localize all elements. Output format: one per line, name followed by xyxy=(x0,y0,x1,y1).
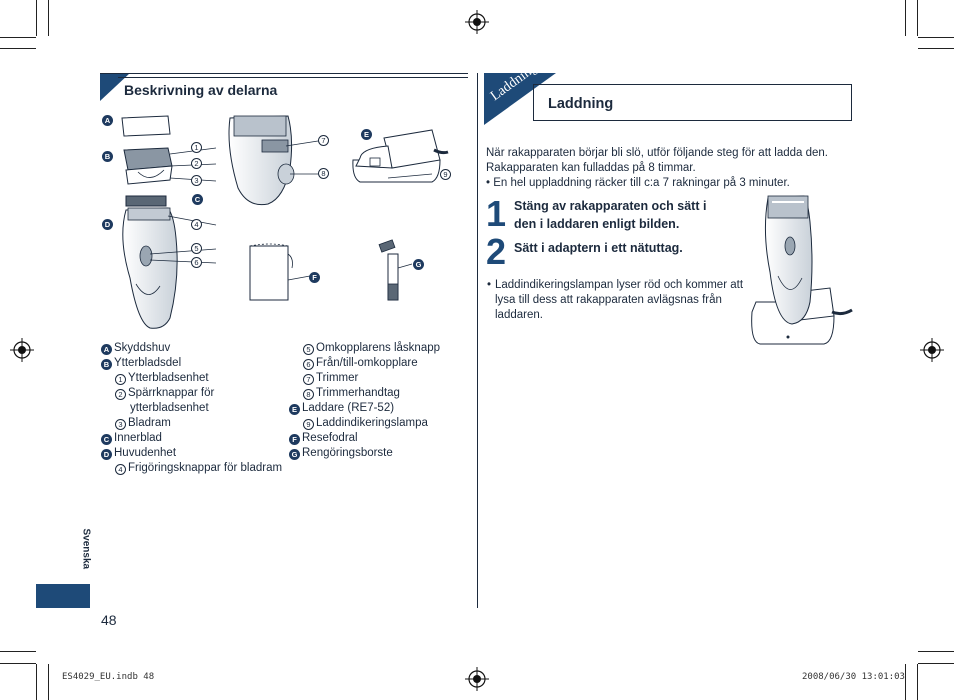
diagram-num-6: 6 xyxy=(191,257,202,268)
step-2-number: 2 xyxy=(486,231,507,272)
number-circle: 8 xyxy=(303,389,314,400)
diagram-num-1: 1 xyxy=(191,142,202,153)
number-circle: 2 xyxy=(115,389,126,400)
letter-badge: B xyxy=(101,359,112,370)
step-1-number: 1 xyxy=(486,193,507,234)
section-corner-triangle xyxy=(100,73,130,101)
charging-corner-tab xyxy=(484,73,556,125)
diagram-num-5: 5 xyxy=(191,243,202,254)
letter-badge: G xyxy=(289,449,300,460)
note-line-3: laddaren. xyxy=(495,309,543,321)
parts-diagram xyxy=(121,115,449,329)
letter-badge: C xyxy=(101,434,112,445)
registration-mark-bottom-icon xyxy=(465,667,489,691)
charging-heading: Laddning xyxy=(548,96,614,112)
letter-badge: D xyxy=(101,449,112,460)
note-bullet: • xyxy=(487,279,492,291)
letter-badge: E xyxy=(289,404,300,415)
charging-intro-2: Rakapparaten kan fulladdas på 8 timmar. xyxy=(486,162,696,174)
number-circle: 1 xyxy=(115,374,126,385)
diagram-num-3: 3 xyxy=(191,175,202,186)
diagram-label-g: G xyxy=(413,259,424,270)
note-line-2: lysa till dess att rakapparaten avlägsna… xyxy=(495,294,722,306)
charging-bullet-1: • En hel uppladdning räcker till c:a 7 r… xyxy=(486,177,790,189)
section-header-rule xyxy=(100,73,468,74)
language-side-label: Svenska xyxy=(80,528,92,570)
diagram-label-f: F xyxy=(309,272,320,283)
diagram-num-7: 7 xyxy=(318,135,329,146)
diagram-num-9: 9 xyxy=(440,169,451,180)
number-circle: 4 xyxy=(115,464,126,475)
section-header-rule-2 xyxy=(118,77,468,78)
language-tab-block xyxy=(36,584,90,608)
page-divider xyxy=(477,73,478,608)
registration-mark-top-icon xyxy=(465,10,489,34)
number-circle: 9 xyxy=(303,419,314,430)
registration-mark-left-icon xyxy=(10,338,34,362)
letter-badge: A xyxy=(101,344,112,355)
footer-file-info: ES4029_EU.indb 48 xyxy=(62,672,155,682)
step-1-line-2: den i laddaren enligt bilden. xyxy=(514,217,680,231)
diagram-label-e: E xyxy=(361,129,372,140)
diagram-num-4: 4 xyxy=(191,219,202,230)
diagram-label-a: A xyxy=(102,115,113,126)
footer-timestamp: 2008/06/30 13:01:03 xyxy=(802,672,905,682)
note-line-1: Laddindikeringslampan lyser röd och komm… xyxy=(495,279,744,291)
diagram-num-2: 2 xyxy=(191,158,202,169)
step-1-line-1: Stäng av rakapparaten och sätt i xyxy=(514,199,707,213)
number-circle: 7 xyxy=(303,374,314,385)
charging-heading-box xyxy=(533,84,852,121)
registration-mark-right-icon xyxy=(920,338,944,362)
page-number: 48 xyxy=(101,612,117,628)
diagram-label-d: D xyxy=(102,219,113,230)
diagram-label-c: C xyxy=(192,194,203,205)
step-2-line-1: Sätt i adaptern i ett nätuttag. xyxy=(514,241,683,255)
number-circle: 6 xyxy=(303,359,314,370)
part-item-2-cont: ytterbladsenhet xyxy=(130,402,209,414)
parts-heading: Beskrivning av delarna xyxy=(124,82,278,98)
number-circle: 5 xyxy=(303,344,314,355)
diagram-num-8: 8 xyxy=(318,168,329,179)
number-circle: 3 xyxy=(115,419,126,430)
diagram-label-b: B xyxy=(102,151,113,162)
letter-badge: F xyxy=(289,434,300,445)
charging-intro-1: När rakapparaten börjar bli slö, utför f… xyxy=(486,147,829,159)
shaver-in-charger-illustration xyxy=(751,195,853,345)
